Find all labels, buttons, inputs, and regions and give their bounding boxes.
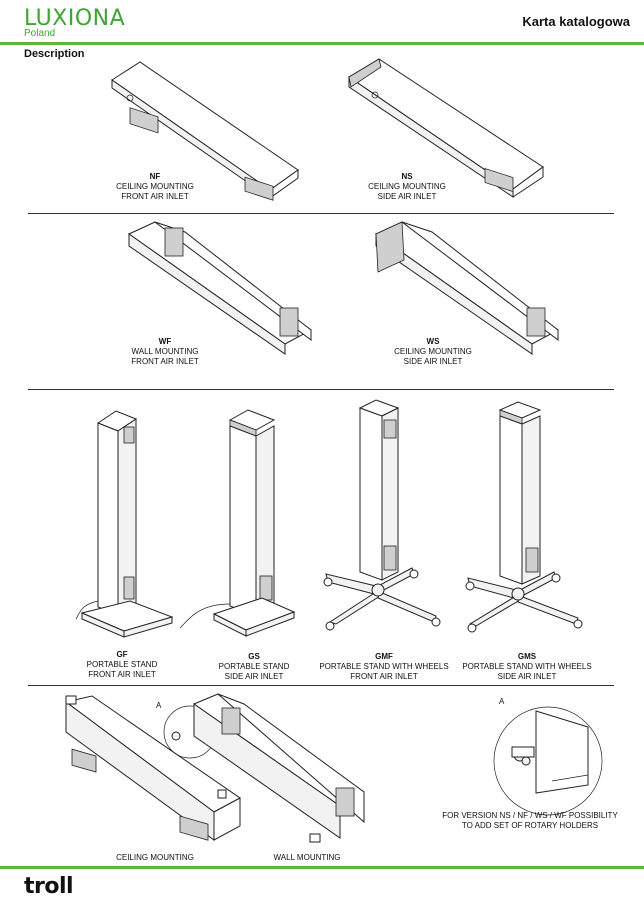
row-divider-3: [28, 685, 614, 686]
gmf-line1: PORTABLE STAND WITH WHEELS: [319, 662, 449, 671]
footer-divider: [0, 866, 644, 869]
wf-line2: FRONT AIR INLET: [131, 357, 199, 366]
nf-code: NF: [149, 172, 161, 181]
gf-stand-drawing: [75, 410, 174, 638]
gs-caption: GS PORTABLE STAND SIDE AIR INLET: [194, 652, 314, 682]
wf-code: WF: [158, 337, 172, 346]
ns-code: NS: [401, 172, 413, 181]
note-line2: TO ADD SET OF ROTARY HOLDERS: [461, 821, 599, 830]
ns-caption: NS CEILING MOUNTING SIDE AIR INLET: [347, 172, 467, 202]
ws-ceiling-drawing: [375, 221, 559, 355]
nf-line1: CEILING MOUNTING: [116, 182, 194, 191]
ceiling-mount-drawing: [64, 695, 241, 841]
wf-wall-drawing: [128, 221, 312, 355]
gms-wheels-drawing: [465, 401, 583, 633]
ns-ceiling-drawing: [348, 58, 544, 198]
gms-line2: SIDE AIR INLET: [497, 672, 557, 681]
wf-line1: WALL MOUNTING: [131, 347, 199, 356]
gf-line1: PORTABLE STAND: [86, 660, 158, 669]
gmf-wheels-drawing: [323, 399, 441, 631]
gs-code: GS: [248, 652, 260, 661]
section-title: Description: [24, 48, 85, 60]
gs-line2: SIDE AIR INLET: [224, 672, 284, 681]
gmf-code: GMF: [375, 652, 393, 661]
brand-subtitle: Poland: [24, 28, 56, 39]
ws-line2: SIDE AIR INLET: [403, 357, 463, 366]
note-line1: FOR VERSION NS / NF / WS / WF POSSIBILIT…: [442, 811, 618, 820]
gmf-caption: GMF PORTABLE STAND WITH WHEELS FRONT AIR…: [314, 652, 454, 682]
gf-line2: FRONT AIR INLET: [88, 670, 156, 679]
gms-caption: GMS PORTABLE STAND WITH WHEELS SIDE AIR …: [457, 652, 597, 682]
gmf-line2: FRONT AIR INLET: [350, 672, 418, 681]
ceiling-mount-caption: CEILING MOUNTING: [116, 853, 194, 862]
footer-brand-logo: troll: [24, 874, 74, 899]
ws-code: WS: [426, 337, 440, 346]
nf-caption: NF CEILING MOUNTING FRONT AIR INLET: [95, 172, 215, 202]
gms-code: GMS: [517, 652, 537, 661]
detail-label-a-left: A: [156, 701, 162, 710]
ws-line1: CEILING MOUNTING: [394, 347, 472, 356]
detail-label-a-right: A: [499, 697, 505, 706]
nf-ceiling-drawing: [111, 61, 299, 201]
gf-code: GF: [116, 650, 128, 659]
wall-mount-caption: WALL MOUNTING: [273, 853, 341, 862]
gs-line1: PORTABLE STAND: [218, 662, 290, 671]
brand-logo: LUXIONA: [24, 6, 126, 31]
nf-line2: FRONT AIR INLET: [121, 192, 189, 201]
row-divider-2: [28, 389, 614, 390]
gf-caption: GF PORTABLE STAND FRONT AIR INLET: [62, 650, 182, 680]
row-divider-1: [28, 213, 614, 214]
rotary-holder-detail: [493, 706, 603, 816]
header-divider: [0, 42, 644, 45]
wf-caption: WF WALL MOUNTING FRONT AIR INLET: [105, 337, 225, 367]
gs-stand-drawing: [179, 409, 296, 637]
ws-caption: WS CEILING MOUNTING SIDE AIR INLET: [373, 337, 493, 367]
ns-line1: CEILING MOUNTING: [368, 182, 446, 191]
document-title: Karta katalogowa: [522, 14, 630, 29]
ns-line2: SIDE AIR INLET: [377, 192, 437, 201]
rotary-holder-note: FOR VERSION NS / NF / WS / WF POSSIBILIT…: [435, 811, 625, 831]
gms-line1: PORTABLE STAND WITH WHEELS: [462, 662, 592, 671]
wall-mount-drawing: [163, 693, 365, 843]
